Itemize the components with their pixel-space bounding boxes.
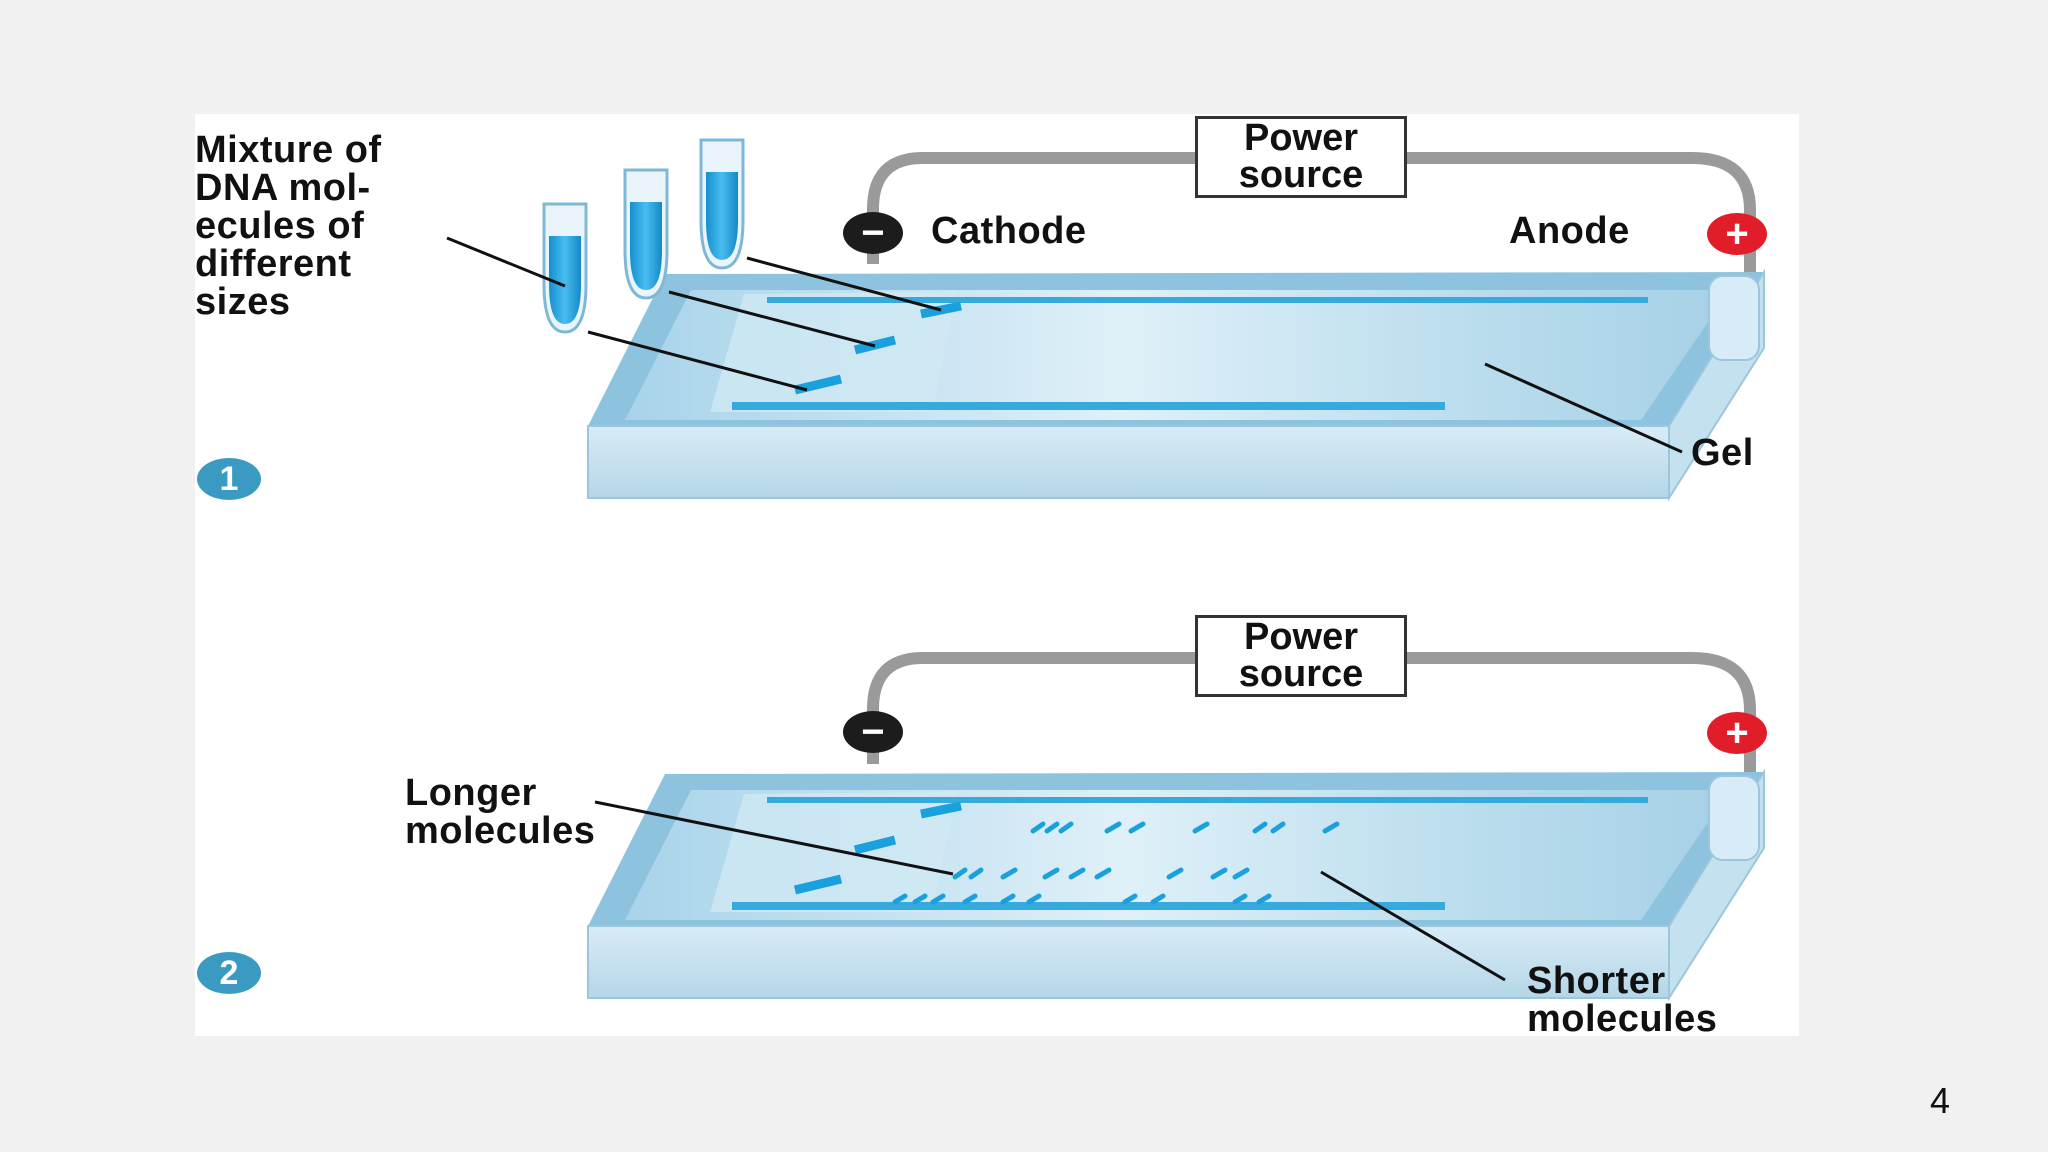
power-source-box-1: Power source bbox=[1195, 116, 1407, 198]
cathode-minus-icon: − bbox=[843, 212, 903, 254]
cathode-minus-icon-2: − bbox=[843, 711, 903, 753]
diagram-graphics bbox=[446, 138, 1765, 1002]
dna-bands bbox=[892, 821, 1340, 905]
pointer-lines-1 bbox=[446, 236, 1683, 454]
step-1-badge: 1 bbox=[197, 458, 261, 500]
anode-plus-icon-2: + bbox=[1707, 712, 1767, 754]
anode-plus-icon: + bbox=[1707, 213, 1767, 255]
power-source-box-2: Power source bbox=[1195, 615, 1407, 697]
shorter-molecules-label: Shorter molecules bbox=[1527, 960, 1718, 1040]
gel-label: Gel bbox=[1691, 432, 1754, 474]
pointer-lines-2 bbox=[594, 800, 1506, 982]
sample-tubes-1 bbox=[542, 138, 745, 334]
gel-box-1 bbox=[587, 268, 1765, 502]
page-number: 4 bbox=[1930, 1080, 1951, 1121]
longer-molecules-label: Longer molecules bbox=[405, 772, 596, 852]
panel-2 bbox=[587, 652, 1765, 1002]
mixture-label: Mixture of DNA mol- ecules of different … bbox=[195, 129, 382, 323]
electrophoresis-figure: Mixture of DNA mol- ecules of different … bbox=[195, 114, 1799, 1040]
panel-1 bbox=[446, 138, 1765, 502]
anode-label: Anode bbox=[1509, 210, 1630, 252]
cathode-label: Cathode bbox=[931, 210, 1087, 252]
gel-box-2 bbox=[587, 768, 1765, 1002]
step-2-badge: 2 bbox=[197, 952, 261, 994]
